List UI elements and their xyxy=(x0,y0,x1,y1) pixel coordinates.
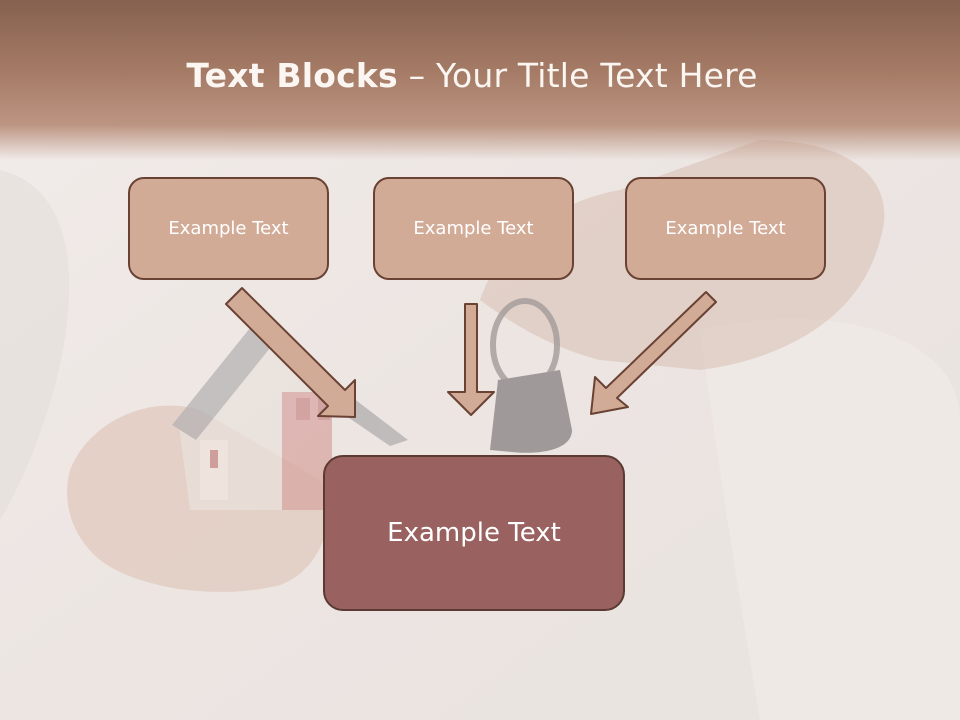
text-block-1[interactable]: Example Text xyxy=(128,177,329,280)
text-block-1-label: Example Text xyxy=(168,218,289,239)
main-text-block[interactable]: Example Text xyxy=(323,455,625,611)
title-bold: Text Blocks xyxy=(186,56,398,95)
title-rest: Your Title Text Here xyxy=(435,56,758,95)
header-band xyxy=(0,0,960,160)
key-icon xyxy=(490,298,572,453)
text-block-3[interactable]: Example Text xyxy=(625,177,826,280)
text-block-2[interactable]: Example Text xyxy=(373,177,574,280)
title-separator: – xyxy=(397,56,436,95)
slide-title: Text Blocks – Your Title Text Here xyxy=(0,56,944,95)
text-block-3-label: Example Text xyxy=(665,218,786,239)
down-arrow-icon xyxy=(225,287,356,418)
down-arrow-icon xyxy=(590,291,717,415)
main-text-block-label: Example Text xyxy=(387,518,561,548)
down-arrow-icon xyxy=(447,303,495,416)
text-block-2-label: Example Text xyxy=(413,218,534,239)
